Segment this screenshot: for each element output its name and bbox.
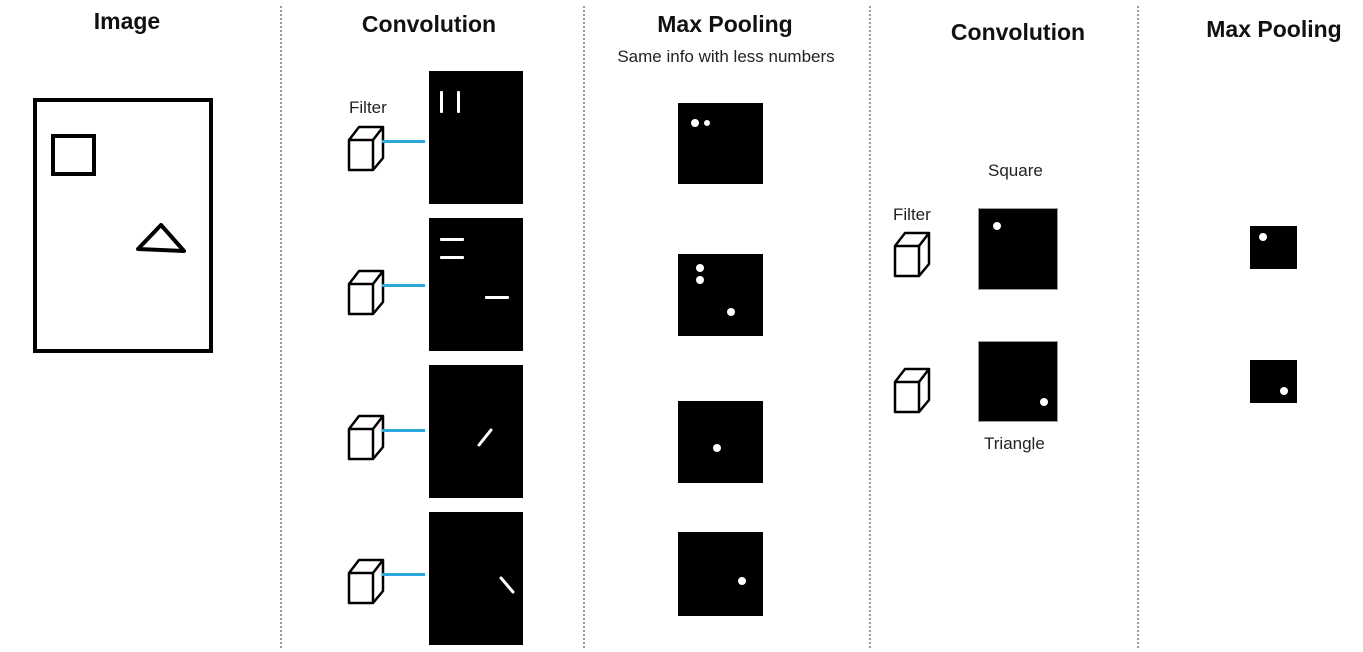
input-image — [33, 98, 213, 353]
convolution-1-title: Convolution — [361, 11, 497, 37]
filter-cube-icon — [893, 367, 931, 414]
square-map-label: Square — [988, 161, 1043, 180]
pooled-feature-dot — [696, 264, 704, 272]
pooled-feature-dot — [696, 276, 704, 284]
max-pooling-1-subtitle: Same info with less numbers — [617, 47, 835, 66]
feature-diagonal-line — [477, 428, 493, 447]
triangle-feature-dot — [1040, 398, 1048, 406]
filter-connector — [382, 140, 425, 143]
pooled-triangle-dot — [1280, 387, 1288, 395]
feature-vertical-line — [457, 91, 460, 113]
filter-connector — [382, 429, 425, 432]
filter-cube-icon — [347, 269, 385, 316]
feature-horizontal-line — [485, 296, 509, 299]
pooled-map-4 — [678, 532, 763, 616]
filter-cube-icon — [347, 414, 385, 461]
divider-1 — [280, 6, 282, 648]
feature-diagonal-line — [499, 576, 515, 594]
pooled-square-dot — [1259, 233, 1267, 241]
divider-4 — [1137, 6, 1139, 648]
triangle-feature-map — [978, 341, 1058, 422]
square-feature-dot — [993, 222, 1001, 230]
pooled-map-1 — [678, 103, 763, 184]
image-column-title: Image — [93, 8, 161, 34]
pooled-map-3 — [678, 401, 763, 483]
filter-connector — [382, 573, 425, 576]
pooled-triangle-map — [1250, 360, 1297, 403]
convolution-1-filter-label: Filter — [349, 98, 387, 117]
max-pooling-1-title: Max Pooling — [657, 11, 793, 37]
feature-map-anti-diagonal-edges — [429, 512, 523, 645]
triangle-shape-icon — [136, 223, 186, 253]
divider-3 — [869, 6, 871, 648]
convolution-2-filter-label: Filter — [893, 205, 931, 224]
pooled-feature-dot — [691, 119, 699, 127]
feature-map-vertical-edges — [429, 71, 523, 204]
square-feature-map — [978, 208, 1058, 290]
feature-map-diagonal-edges — [429, 365, 523, 498]
triangle-map-label: Triangle — [984, 434, 1045, 453]
filter-cube-icon — [893, 231, 931, 278]
square-shape-icon — [51, 134, 96, 176]
convolution-2-title: Convolution — [950, 19, 1086, 45]
divider-2 — [583, 6, 585, 648]
feature-horizontal-line — [440, 238, 464, 241]
pooled-square-map — [1250, 226, 1297, 269]
pooled-feature-dot — [738, 577, 746, 585]
pooled-feature-dot — [713, 444, 721, 452]
filter-cube-icon — [347, 558, 385, 605]
pooled-feature-dot — [704, 120, 710, 126]
pooled-map-2 — [678, 254, 763, 336]
filter-connector — [382, 284, 425, 287]
filter-cube-icon — [347, 125, 385, 172]
pooled-feature-dot — [727, 308, 735, 316]
feature-horizontal-line — [440, 256, 464, 259]
input-image-drawing — [33, 98, 213, 353]
feature-map-horizontal-edges — [429, 218, 523, 351]
max-pooling-2-title: Max Pooling — [1206, 16, 1342, 42]
feature-vertical-line — [440, 91, 443, 113]
